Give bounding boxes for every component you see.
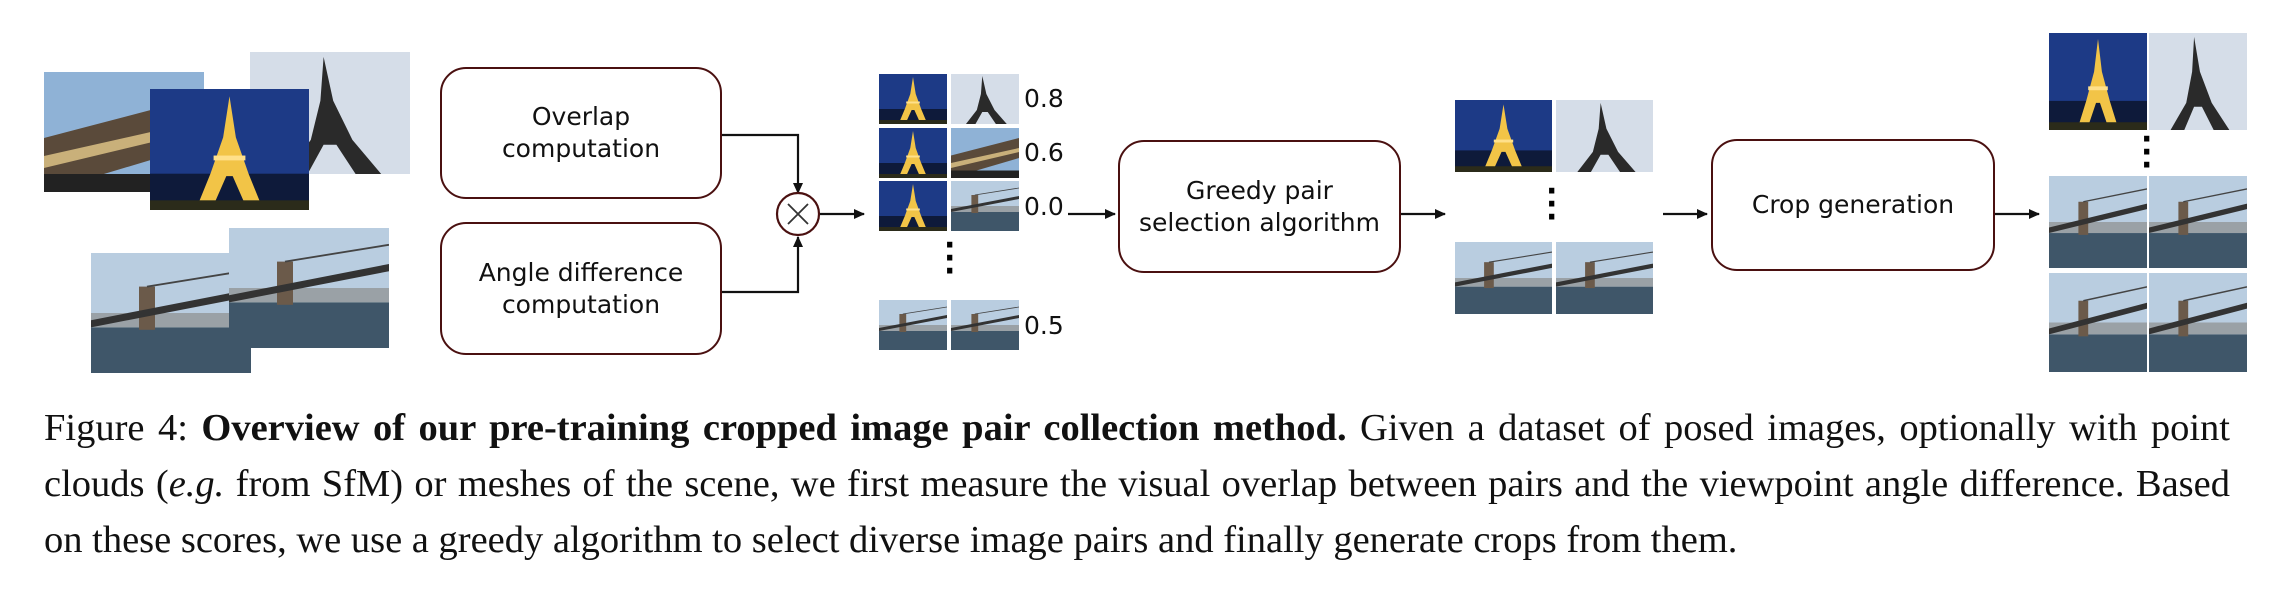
pair-score-2: 0.6	[1024, 138, 1064, 167]
figure-label: Figure 4:	[44, 407, 188, 449]
pair-row-bridge-bridge	[879, 300, 1019, 350]
figure-title: Overview of our pre-training cropped ima…	[201, 407, 1347, 449]
figure-caption: Figure 4: Overview of our pre-training c…	[44, 400, 2230, 568]
pair-row-eiffel-night-under	[879, 128, 1019, 178]
brooklyn-bridge-photo-2	[229, 228, 389, 348]
overlap-computation-label: Overlap computation	[501, 102, 661, 163]
crop-generation-box: Crop generation	[1711, 139, 1995, 271]
overlap-to-multiply-arrow	[721, 133, 803, 194]
multiply-icon	[787, 203, 809, 225]
brooklyn-bridge-photo-1	[91, 253, 251, 373]
crop-pair-bridge-1	[2049, 176, 2247, 268]
caption-eg: e.g.	[168, 463, 225, 505]
pairs-ellipsis: ···	[944, 228, 956, 289]
caption-body-part-2: from SfM) or meshes of the scene, we fir…	[44, 463, 2230, 561]
greedy-pair-selection-box: Greedy pair selection algorithm	[1118, 140, 1401, 273]
eiffel-tower-night-photo	[150, 89, 309, 210]
pair-score-3: 0.0	[1024, 192, 1064, 221]
selected-pair-eiffel	[1455, 100, 1653, 172]
diagram-graphics	[44, 33, 2247, 373]
angle-difference-label: Angle difference computation	[478, 257, 684, 319]
caption-body-part-1: Given a dataset of posed images, optiona…	[44, 407, 2231, 505]
angle-difference-box: Angle difference computation	[440, 222, 722, 355]
pipeline-diagram: Overlap computation Angle difference com…	[44, 33, 2247, 373]
greedy-pair-selection-label: Greedy pair selection algorithm	[1139, 175, 1380, 237]
crop-pair-bridge-2	[2049, 273, 2247, 372]
crops-ellipsis: ···	[2141, 122, 2153, 183]
pair-row-eiffel-night-day	[879, 74, 1019, 124]
crop-pair-eiffel	[2049, 33, 2247, 130]
selected-pair-bridge	[1455, 242, 1653, 314]
angle-to-multiply-arrow	[721, 236, 803, 294]
selected-ellipsis: ···	[1546, 174, 1558, 235]
pair-score-1: 0.8	[1024, 84, 1064, 113]
pair-score-4: 0.5	[1024, 311, 1064, 340]
overlap-computation-box: Overlap computation	[440, 67, 722, 199]
crop-generation-label: Crop generation	[1751, 190, 1955, 219]
pair-row-eiffel-bridge	[879, 181, 1019, 231]
